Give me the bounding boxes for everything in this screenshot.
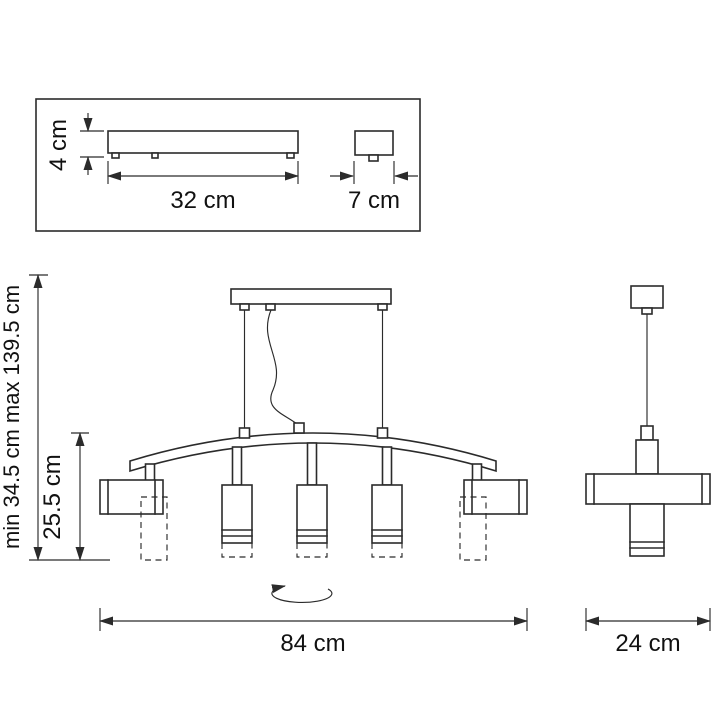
side-view: 24 cm xyxy=(585,285,711,657)
ceiling-plate-nub-left xyxy=(239,303,250,311)
dimension-driver-width: 7 cm xyxy=(330,161,418,214)
driver-width-label: 7 cm xyxy=(348,187,400,214)
spot-4-body xyxy=(371,484,403,544)
spot-4-vertical xyxy=(371,446,403,558)
rotation-arrow-icon xyxy=(271,584,333,604)
dimension-canopy-height: 4 cm xyxy=(45,113,104,175)
suspension-range-label: min 34.5 cm max 139.5 cm xyxy=(0,285,24,549)
canopy-foot-left xyxy=(111,152,120,159)
canopy-side-view xyxy=(107,130,299,159)
dimension-suspension-range: min 34.5 cm max 139.5 cm xyxy=(0,274,110,561)
cable-cord-wavy xyxy=(266,309,298,425)
spot-1-rotated-outline xyxy=(140,496,168,561)
canopy-screw xyxy=(151,152,159,159)
spot-1-horizontal xyxy=(99,463,168,561)
dimension-front-width: 84 cm xyxy=(99,608,528,657)
spot-5-stem xyxy=(471,463,483,482)
side-bar-body xyxy=(585,473,711,505)
inset-panel: 4 cm 32 cm 7 cm xyxy=(35,98,421,232)
body-height-label: 25.5 cm xyxy=(39,454,66,539)
driver-nub xyxy=(368,154,379,162)
spot-1-stem xyxy=(144,463,156,482)
spot-2-body xyxy=(221,484,253,544)
spot-4-stem xyxy=(381,446,393,486)
side-spot-vertical xyxy=(629,503,665,557)
spot-3-diffuser-outline xyxy=(296,543,328,558)
ceiling-plate-nub-middle xyxy=(265,303,276,311)
spot-3-vertical xyxy=(296,442,328,558)
side-cable-connector xyxy=(640,425,654,441)
cable-connector-left xyxy=(238,427,251,439)
canopy-height-label: 4 cm xyxy=(45,119,72,171)
spot-5-rotated-outline xyxy=(459,496,487,561)
dimension-body-height: 25.5 cm xyxy=(39,432,89,561)
canopy-foot-right xyxy=(286,152,295,159)
ceiling-plate xyxy=(230,288,392,305)
canopy-width-label: 32 cm xyxy=(170,187,235,214)
spot-4-diffuser-outline xyxy=(371,543,403,558)
ceiling-plate-nub-right xyxy=(377,303,388,311)
dimension-canopy-width: 32 cm xyxy=(107,161,299,214)
driver-box-view xyxy=(354,130,394,162)
canopy-body xyxy=(107,130,299,154)
side-ceiling-nub xyxy=(641,307,653,315)
spot-3-body xyxy=(296,484,328,544)
spot-2-vertical xyxy=(221,446,253,558)
dimension-side-depth: 24 cm xyxy=(585,608,711,657)
side-ceiling-plate xyxy=(630,285,664,309)
driver-body xyxy=(354,130,394,156)
cable-connector-middle xyxy=(293,422,305,434)
front-width-label: 84 cm xyxy=(280,630,345,657)
spot-2-diffuser-outline xyxy=(221,543,253,558)
side-depth-label: 24 cm xyxy=(615,630,680,657)
side-mount-block xyxy=(635,439,659,475)
spot-3-stem xyxy=(306,442,318,486)
front-view: min 34.5 cm max 139.5 cm 25.5 cm 84 cm xyxy=(0,274,528,657)
inset-panel-border xyxy=(35,98,421,232)
spot-2-stem xyxy=(231,446,243,486)
cable-connector-right xyxy=(376,427,389,439)
spot-5-horizontal xyxy=(459,463,528,561)
